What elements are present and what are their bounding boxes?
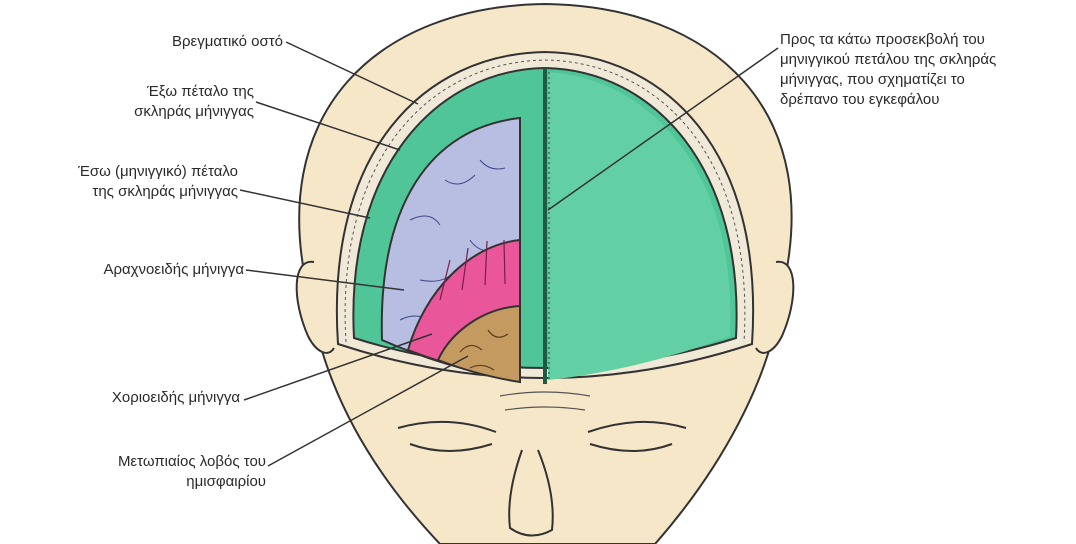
label-parietal-bone: Βρεγματικό οστό — [172, 32, 283, 52]
label-outer-dura: Έξω πέταλο της σκληράς μήνιγγας — [134, 82, 254, 122]
label-inner-dura: Έσω (μηνιγγικό) πέταλο της σκληράς μήνιγ… — [78, 162, 238, 202]
label-frontal-lobe: Μετωπιαίος λοβός του ημισφαιρίου — [118, 452, 266, 492]
label-choroid: Χοριοειδής μήνιγγα — [112, 388, 240, 408]
label-arachnoid: Αραχνοειδής μήνιγγα — [103, 260, 244, 280]
label-falx-cerebri: Προς τα κάτω προσεκβολή του μηνιγγικού π… — [780, 30, 996, 110]
